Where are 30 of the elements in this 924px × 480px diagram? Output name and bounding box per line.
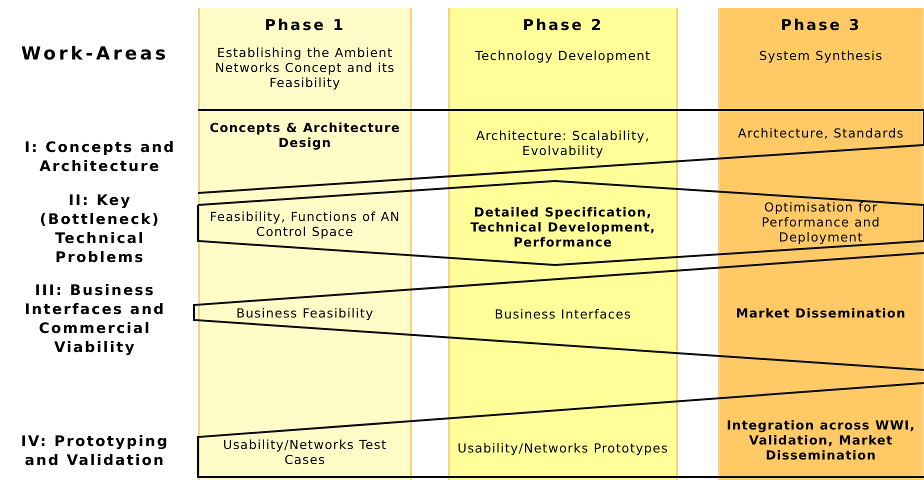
row-heading: II: Key (Bottleneck) Technical Problems	[38, 192, 162, 268]
cell-text: Detailed Specification, Technical Development, Performance	[469, 204, 657, 250]
phase-column	[718, 8, 924, 480]
cell-text: Usability/Networks Prototypes	[456, 440, 670, 456]
cell-text: Business Interfaces	[494, 306, 632, 322]
row-heading: I: Concepts and Architecture	[23, 139, 177, 177]
work-area-band	[194, 252, 924, 371]
cell-text: Integration across WWI, Validation, Market Dissemination	[726, 418, 916, 462]
work-area-band	[198, 382, 924, 479]
phase-description: System Synthesis	[758, 48, 884, 63]
row-heading: III: Business Interfaces and Commercial Viability	[24, 282, 166, 358]
phase-description: Establishing the Ambient Networks Concept and its Feasibility	[214, 45, 396, 90]
phase-column	[448, 8, 678, 480]
cell-text: Market Dissemination	[734, 306, 908, 320]
cell-text: Architecture, Standards	[736, 126, 906, 140]
cell-text: Feasibility, Functions of AN Control Space	[208, 209, 402, 239]
work-area-band	[198, 180, 924, 266]
cell-text: Concepts & Architecture Design	[208, 120, 402, 150]
phase-heading: Phase 3	[780, 16, 862, 34]
cell-text: Business Feasibility	[235, 306, 375, 320]
cell-text: Optimisation for Performance and Deployment	[760, 200, 882, 244]
phase-description: Technology Development	[474, 48, 652, 63]
phase-heading: Phase 1	[264, 16, 346, 34]
phase-column	[198, 8, 412, 480]
cell-text: Usability/Networks Test Cases	[222, 437, 388, 467]
column-heading: Work-Areas	[20, 44, 170, 64]
phase-heading: Phase 2	[522, 16, 604, 34]
cell-text: Architecture: Scalability, Evolvability	[475, 128, 651, 158]
work-area-band	[198, 110, 924, 194]
row-heading: IV: Prototyping and Validation	[20, 433, 170, 471]
